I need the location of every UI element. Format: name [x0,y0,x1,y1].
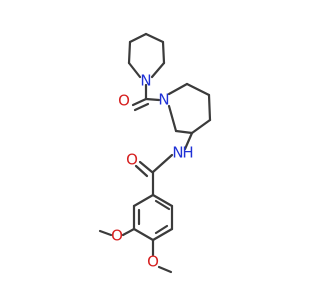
urea-linker [131,83,161,112]
amide-oxygen-label: O [126,151,138,169]
pyrrolidine-nitrogen-label: N [140,72,151,90]
molecule-diagram: N O N N H O O O [98,32,212,274]
piperidine-nitrogen-label: N [158,91,169,109]
urea-oxygen-label: O [118,92,130,110]
amide-linker [134,131,194,197]
amide-hydrogen-label: H [182,144,193,162]
methoxy-oxygen-bottom-label: O [147,253,159,271]
benzene-ring [132,193,174,242]
amide-nitrogen-label: N [172,144,183,162]
piperidine-ring [167,82,212,135]
molecule-structure: N O N N H O O O [98,32,212,274]
pyrrolidine-ring [127,32,166,79]
methoxy-groups [98,227,173,274]
methoxy-oxygen-left-label: O [111,227,123,245]
